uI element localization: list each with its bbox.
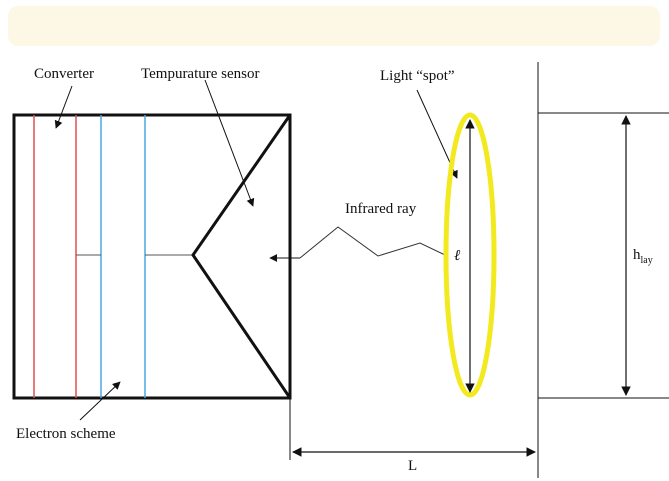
label-h-layer-main: h xyxy=(633,247,641,263)
top-banner xyxy=(8,6,660,46)
sensor-pointer xyxy=(204,79,255,207)
infrared-ray xyxy=(299,226,446,259)
label-distance: L xyxy=(408,458,417,474)
sensor-v-shape xyxy=(191,114,292,399)
converter-pointer xyxy=(54,85,73,129)
label-h-layer: hlay xyxy=(633,247,653,266)
label-h-layer-sub: lay xyxy=(641,255,653,266)
light-spot-ellipse xyxy=(443,112,497,398)
label-temperature-sensor: Tempurature sensor xyxy=(141,66,260,82)
scheme-pointer xyxy=(79,381,121,421)
label-light-spot: Light “spot” xyxy=(380,68,455,84)
label-electron-scheme: Electron scheme xyxy=(16,426,116,442)
device-box xyxy=(12,113,292,400)
label-converter: Converter xyxy=(34,66,94,82)
label-infrared-ray: Infrared ray xyxy=(345,201,417,217)
label-l-symbol: ℓ xyxy=(454,248,460,264)
